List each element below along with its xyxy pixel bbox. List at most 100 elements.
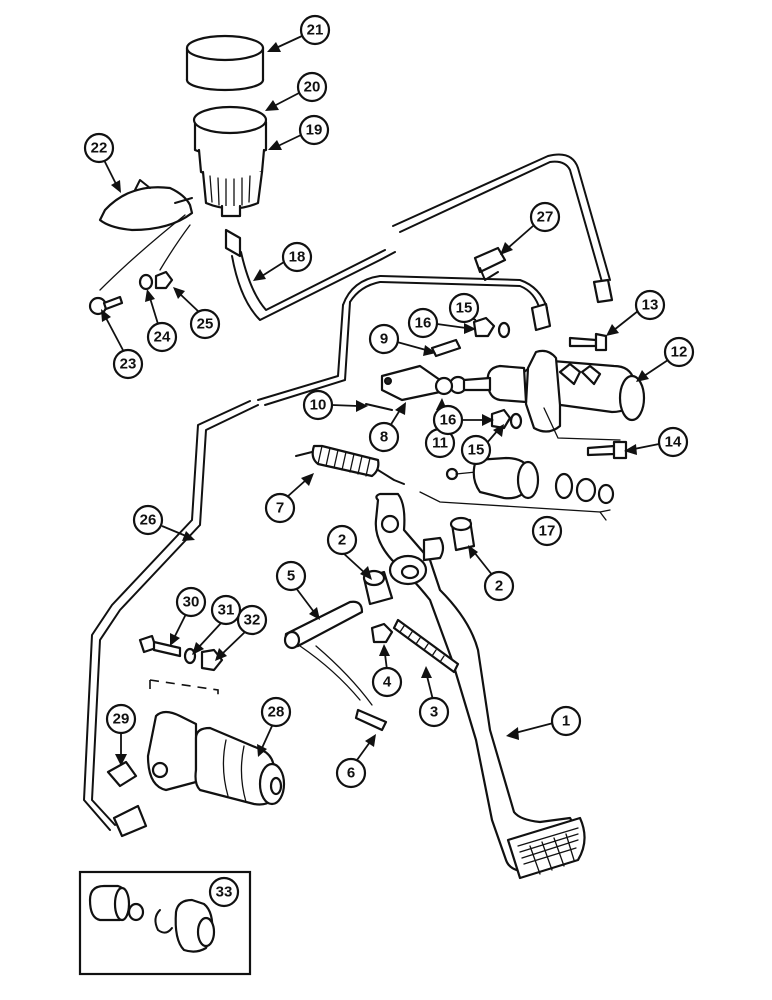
adjuster-nut — [370, 622, 394, 644]
callout-23: 23 — [101, 309, 144, 380]
callout-31: 31 — [192, 594, 242, 655]
bolt-head — [594, 332, 608, 352]
nut — [472, 316, 496, 338]
svg-text:29: 29 — [113, 711, 130, 728]
reservoir-feed-pipe — [224, 228, 396, 321]
reservoir-cap — [185, 34, 265, 92]
pivot-pin — [283, 600, 364, 650]
callout-18: 18 — [253, 241, 313, 281]
callout-26: 26 — [132, 504, 195, 541]
clamp-nut — [154, 270, 174, 290]
svg-text:7: 7 — [276, 500, 284, 517]
clevis-pin — [430, 338, 462, 358]
callout-14: 14 — [624, 426, 689, 458]
svg-text:4: 4 — [383, 674, 392, 691]
svg-text:3: 3 — [430, 704, 438, 721]
callout-30: 30 — [170, 586, 207, 646]
svg-text:28: 28 — [268, 704, 285, 721]
svg-text:9: 9 — [380, 331, 388, 348]
callout-28: 28 — [257, 696, 292, 757]
bolt — [568, 336, 598, 348]
clamp-washer — [138, 273, 154, 291]
svg-text:1: 1 — [562, 713, 570, 730]
callout-24: 24 — [145, 289, 178, 353]
callout-6: 6 — [335, 734, 376, 789]
svg-text:26: 26 — [140, 512, 157, 529]
leader-line — [543, 407, 621, 441]
svg-text:24: 24 — [154, 329, 171, 346]
callout-9: 9 — [368, 323, 436, 356]
svg-text:30: 30 — [183, 594, 200, 611]
washer — [497, 321, 511, 339]
clamp-screw — [88, 295, 124, 316]
clutch-pedal — [374, 492, 586, 880]
svg-text:31: 31 — [218, 602, 235, 619]
washer — [509, 412, 523, 430]
callout-29: 29 — [105, 703, 137, 766]
split-pin — [365, 403, 393, 411]
svg-text:13: 13 — [642, 297, 659, 314]
callout-33: 33 — [208, 876, 240, 908]
callout-27: 27 — [500, 201, 561, 255]
svg-text:2: 2 — [338, 532, 346, 549]
svg-text:27: 27 — [537, 209, 554, 226]
svg-text:25: 25 — [197, 316, 214, 333]
nut — [490, 408, 512, 430]
bleed-screw — [106, 760, 138, 788]
bolt — [152, 640, 182, 658]
svg-text:15: 15 — [468, 442, 485, 459]
master-cylinder — [486, 349, 646, 433]
svg-text:14: 14 — [665, 434, 682, 451]
callout-3: 3 — [418, 666, 450, 728]
repair-kit — [88, 884, 216, 953]
callout-15: 15 — [448, 292, 480, 324]
svg-text:5: 5 — [287, 568, 295, 585]
pivot-bush — [449, 516, 476, 552]
svg-text:8: 8 — [380, 429, 388, 446]
callout-32: 32 — [215, 604, 268, 661]
bolt-head — [612, 440, 628, 460]
hydraulic-pipe — [83, 153, 614, 838]
callout-1: 1 — [506, 705, 582, 740]
callout-12: 12 — [636, 336, 695, 382]
svg-text:22: 22 — [91, 140, 108, 157]
svg-text:16: 16 — [415, 315, 432, 332]
svg-text:18: 18 — [289, 249, 306, 266]
callout-2: 2 — [468, 545, 515, 602]
pushrod — [462, 376, 492, 392]
leader-line — [99, 214, 186, 291]
svg-text:17: 17 — [539, 523, 556, 540]
svg-text:32: 32 — [244, 612, 261, 629]
callout-19: 19 — [268, 114, 330, 150]
svg-text:6: 6 — [347, 765, 355, 782]
callout-4: 4 — [371, 644, 403, 698]
svg-text:12: 12 — [671, 344, 688, 361]
svg-text:20: 20 — [304, 79, 321, 96]
svg-text:33: 33 — [216, 884, 233, 901]
fluid-reservoir — [192, 105, 268, 218]
svg-text:21: 21 — [307, 22, 324, 39]
slave-cylinder — [146, 710, 286, 806]
leader-line — [315, 645, 373, 706]
callout-8: 8 — [368, 402, 406, 453]
callout-25: 25 — [173, 287, 221, 340]
callout-20: 20 — [265, 71, 328, 111]
callout-15: 15 — [460, 424, 504, 466]
bolt-thread — [399, 625, 445, 663]
seal-kit — [445, 456, 615, 505]
callout-16: 16 — [432, 404, 494, 436]
washer — [183, 647, 197, 665]
svg-text:15: 15 — [456, 300, 473, 317]
svg-text:2: 2 — [495, 578, 503, 595]
kit-bracket-line — [419, 491, 607, 521]
bolt — [586, 444, 616, 457]
svg-text:11: 11 — [432, 435, 448, 452]
svg-text:23: 23 — [120, 356, 137, 373]
callout-7: 7 — [264, 473, 314, 524]
callout-2: 2 — [326, 524, 372, 580]
clevis-yoke — [380, 364, 454, 402]
callout-13: 13 — [606, 289, 666, 336]
return-spring — [295, 444, 405, 485]
callout-22: 22 — [83, 132, 121, 193]
